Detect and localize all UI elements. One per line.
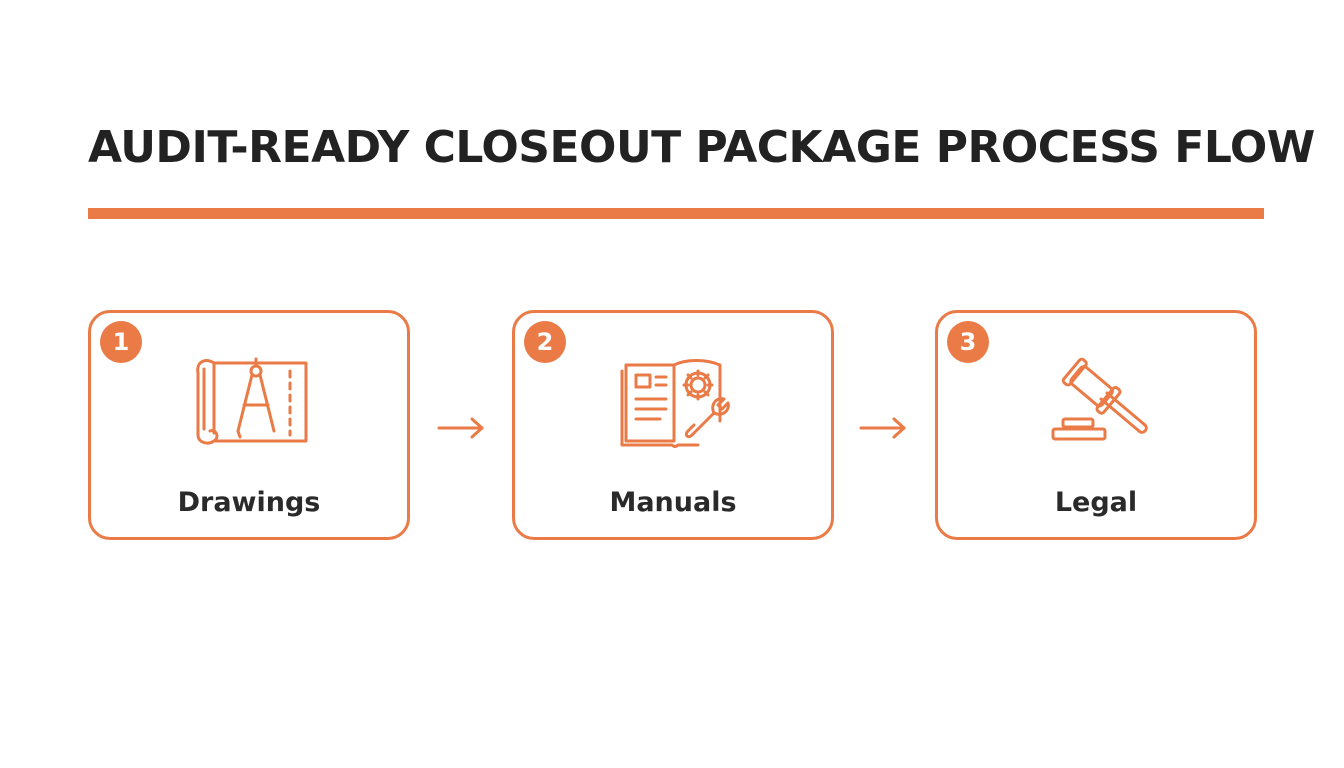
diagram-title: AUDIT-READY CLOSEOUT PACKAGE PROCESS FLO… — [88, 122, 1315, 173]
step-card-manuals: 2 Manuals — [512, 310, 834, 540]
arrow-right-icon — [859, 417, 906, 439]
arrow-right-icon — [437, 417, 484, 439]
step-label: Legal — [1054, 487, 1138, 518]
step-card-legal: 3 Legal — [935, 310, 1257, 540]
gavel-icon — [1051, 357, 1148, 441]
step-number-badge: 2 — [524, 321, 566, 363]
step-label: Drawings — [177, 487, 321, 518]
manual-gear-wrench-icon — [620, 359, 730, 448]
step-number-badge: 1 — [100, 321, 142, 363]
step-number-badge: 3 — [947, 321, 989, 363]
title-underline — [88, 208, 1264, 219]
blueprint-compass-icon — [196, 357, 308, 445]
step-card-drawings: 1 Drawings — [88, 310, 410, 540]
step-label: Manuals — [609, 487, 737, 518]
